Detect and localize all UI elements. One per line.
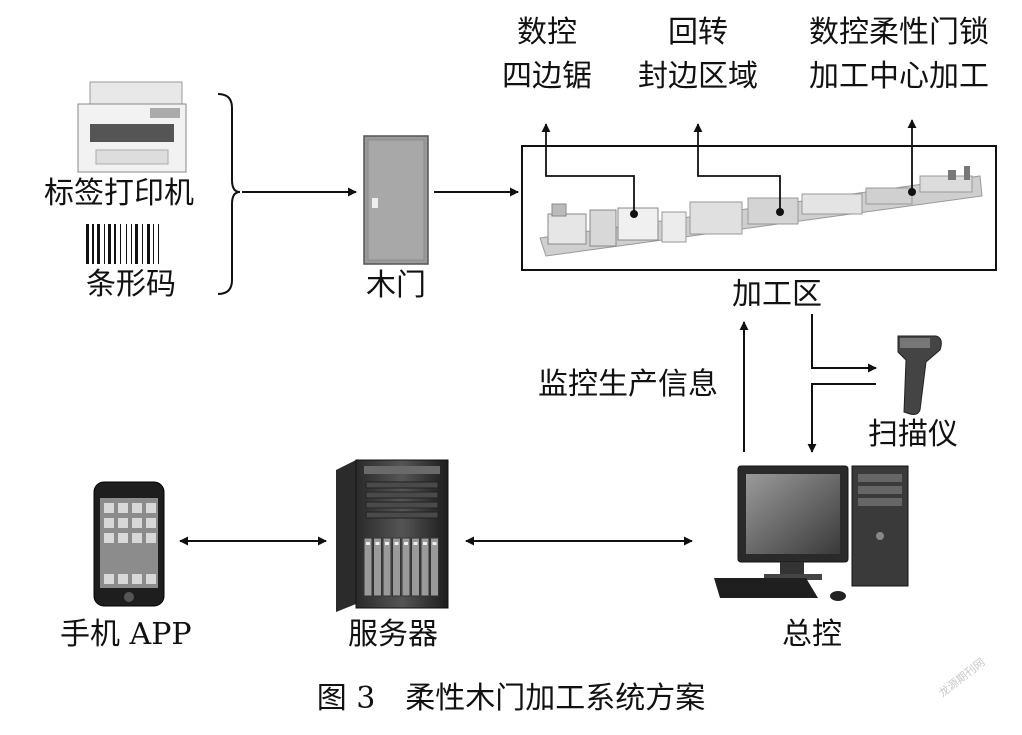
callout-dot-cnc-saw	[630, 210, 638, 218]
lock-label-line1: 数控柔性门锁	[809, 15, 989, 50]
barcode-label: 条形码	[86, 267, 176, 302]
processing-area-label: 加工区	[732, 277, 822, 312]
master-control-label: 总控	[782, 617, 842, 652]
callout-dot-lock	[908, 188, 916, 196]
mobile-app-label: 手机 APP	[60, 617, 192, 652]
desktop-computer-icon	[714, 465, 909, 601]
phone-icon	[93, 481, 165, 607]
brace	[217, 93, 241, 295]
production-line-icon	[539, 166, 983, 257]
door-icon	[363, 135, 429, 265]
callout-cnc-saw	[541, 123, 635, 214]
edge-label-line1: 回转	[668, 15, 728, 50]
monitor-info-label: 监控生产信息	[538, 367, 718, 402]
edge-label-line2: 封边区域	[638, 59, 758, 94]
figure-caption: 图 3 柔性木门加工系统方案	[316, 681, 706, 716]
processing-area-frame	[521, 145, 997, 271]
arrow-scanner-to-control	[807, 383, 876, 453]
callout-edge	[693, 123, 781, 212]
lock-label-line2: 加工中心加工	[809, 59, 989, 94]
server-tower-icon	[336, 459, 449, 612]
barcode-icon	[86, 224, 159, 264]
callout-dot-edge	[776, 208, 784, 216]
wood-door-label: 木门	[366, 268, 426, 303]
printer-icon	[77, 81, 187, 173]
server-label: 服务器	[348, 617, 438, 652]
scanner-label: 扫描仪	[868, 417, 958, 452]
cnc-saw-label-line2: 四边锯	[502, 59, 592, 94]
cnc-saw-label-line1: 数控	[517, 15, 577, 50]
scanner-icon	[897, 335, 942, 415]
label-printer-label: 标签打印机	[44, 176, 194, 211]
arrow-area-to-scanner	[811, 314, 877, 373]
